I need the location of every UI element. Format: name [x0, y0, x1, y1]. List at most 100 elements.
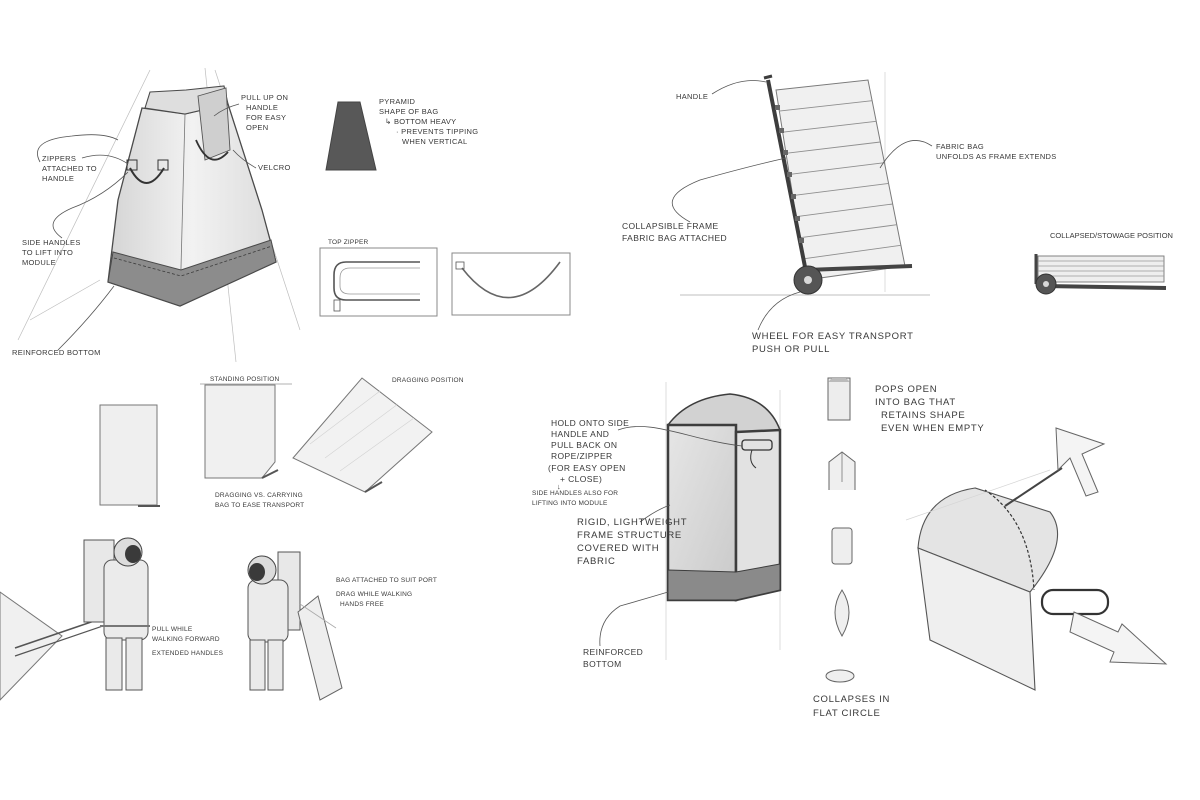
pull-up-arrow: [1055, 427, 1106, 497]
zippers-label-line: HANDLE: [42, 174, 75, 183]
box-reinforced-bottom: [667, 563, 781, 601]
bag-slat: [799, 224, 897, 239]
collapse-step-leaf: [834, 589, 850, 637]
hold-onto-label-line: PULL BACK ON: [551, 440, 618, 450]
pyramid-trapezoid: [325, 101, 377, 171]
zipper-track: [333, 261, 420, 301]
leader-line: [232, 149, 257, 169]
box-reinforced-label-line: BOTTOM: [583, 659, 622, 669]
cart-base-bar: [805, 264, 913, 272]
leader-line: [711, 80, 767, 95]
rigid-frame-label-line: RIGID, LIGHTWEIGHT: [577, 517, 688, 528]
drag-while-label-line: DRAG WHILE WALKING: [336, 591, 413, 598]
side-handles-also-label-line: SIDE HANDLES ALSO FOR: [532, 490, 619, 497]
collapsed-slats: [1038, 260, 1164, 277]
zipper-panel-closed: [319, 247, 438, 317]
guide-line: [17, 69, 151, 341]
open-bag-body: [917, 547, 1036, 691]
zipper-pull: [126, 159, 138, 171]
down-arrow-glyph: ↓: [557, 482, 562, 491]
pyramid-note-line: PYRAMID: [379, 97, 416, 106]
easy-open-label-line: + CLOSE): [560, 474, 603, 484]
pyramid-bag-sketch: [17, 67, 301, 363]
bag-slat: [792, 182, 889, 197]
leader-lines: [37, 103, 257, 351]
dragging-vs-label-line: BAG TO EASE TRANSPORT: [215, 502, 305, 509]
hinge: [783, 150, 788, 155]
pyramid-note-line: · PREVENTS TIPPING: [396, 127, 479, 136]
zippers-label-line: ATTACHED TO: [42, 164, 97, 173]
side-handles-label-line: TO LIFT INTO: [22, 248, 74, 257]
pyramid-note-line: ↳ BOTTOM HEAVY: [385, 117, 457, 126]
side-handle: [195, 139, 229, 161]
velcro-label: VELCRO: [258, 163, 291, 172]
box-reinforced-label-line: REINFORCED: [583, 647, 644, 657]
leader-line: [37, 134, 119, 163]
pull-while-label-line: WALKING FORWARD: [152, 636, 220, 643]
suit-leg: [249, 639, 266, 691]
easy-open-label-line: (FOR EASY OPEN: [548, 463, 626, 473]
collapse-sequence-sketch: [825, 377, 856, 683]
leader-line: [52, 171, 129, 239]
collapsed-stowage-label: COLLAPSED/STOWAGE POSITION: [1050, 231, 1173, 240]
handle-label: HANDLE: [676, 92, 709, 101]
box-side-handle: [741, 439, 773, 451]
leader-line: [57, 285, 115, 351]
pull-up-label-line: PULL UP ON: [241, 93, 289, 102]
side-handles-also-label-line: LIFTING INTO MODULE: [532, 500, 608, 507]
panel-shading: [309, 390, 415, 472]
bag-slat: [789, 162, 885, 175]
guide-line: [299, 603, 337, 629]
top-zipper-label: TOP ZIPPER: [328, 239, 369, 246]
frame-cart-sketch: [671, 72, 933, 331]
suit-leg: [105, 637, 123, 691]
fabric-bag-label-line: UNFOLDS AS FRAME EXTENDS: [936, 152, 1057, 161]
leader-line: [879, 140, 933, 169]
shade-line: [339, 417, 415, 472]
bag-slat: [779, 100, 873, 112]
side-handles-label-line: SIDE HANDLES: [22, 238, 81, 247]
zipper-panel-open: [451, 252, 571, 316]
pyramid-note-line: WHEN VERTICAL: [402, 137, 468, 146]
suit-torso: [247, 579, 289, 643]
dragging-position-label: DRAGGING POSITION: [392, 377, 464, 384]
zipper-tab: [455, 261, 465, 270]
pyramid-shape-icon: [325, 101, 377, 171]
pull-while-label-line: PULL WHILE: [152, 626, 193, 633]
pops-open-label-line: EVEN WHEN EMPTY: [881, 423, 985, 434]
leader-line: [599, 591, 669, 647]
fabric-bag-label-line: FABRIC BAG: [936, 142, 985, 151]
collapsible-frame-label-line: COLLAPSIBLE FRAME: [622, 221, 719, 231]
pull-up-label-line: OPEN: [246, 123, 269, 132]
hinge: [787, 172, 792, 177]
zippers-label-line: ZIPPERS: [42, 154, 77, 163]
leader-lines: [599, 426, 743, 647]
box-dome-top: [666, 393, 782, 433]
suit-leg: [125, 637, 143, 691]
panel-foot: [261, 469, 279, 479]
rigid-frame-label-line: FABRIC: [577, 556, 616, 567]
leader-line: [81, 154, 129, 165]
frame-hinges: [775, 105, 804, 243]
pull-cord: [1004, 467, 1063, 507]
zipper-handle: [129, 167, 165, 184]
leader-line: [639, 504, 671, 523]
fabric-bag-panel: [775, 79, 906, 281]
pyramid-note-line: SHAPE OF BAG: [379, 107, 439, 116]
carry-bag-panel: [99, 404, 158, 506]
pops-open-label-line: INTO BAG THAT: [875, 397, 956, 408]
pull-up-label-line: FOR EASY: [246, 113, 287, 122]
astronaut-dragging-sketch: [247, 551, 343, 701]
collapsed-base-bar: [1043, 284, 1167, 290]
wheel-hub: [1043, 281, 1049, 287]
guide-line: [29, 279, 101, 321]
zipper-tab: [333, 299, 341, 312]
cart-handle: [763, 74, 773, 80]
dragging-bag-panel: [292, 377, 433, 493]
hinge: [775, 105, 780, 110]
hinge: [791, 194, 796, 199]
collapsible-frame-label-line: FABRIC BAG ATTACHED: [622, 233, 728, 243]
position-sketches: [99, 377, 433, 507]
zipper-pull: [157, 159, 169, 171]
hold-onto-label-line: ROPE/ZIPPER: [551, 451, 613, 461]
